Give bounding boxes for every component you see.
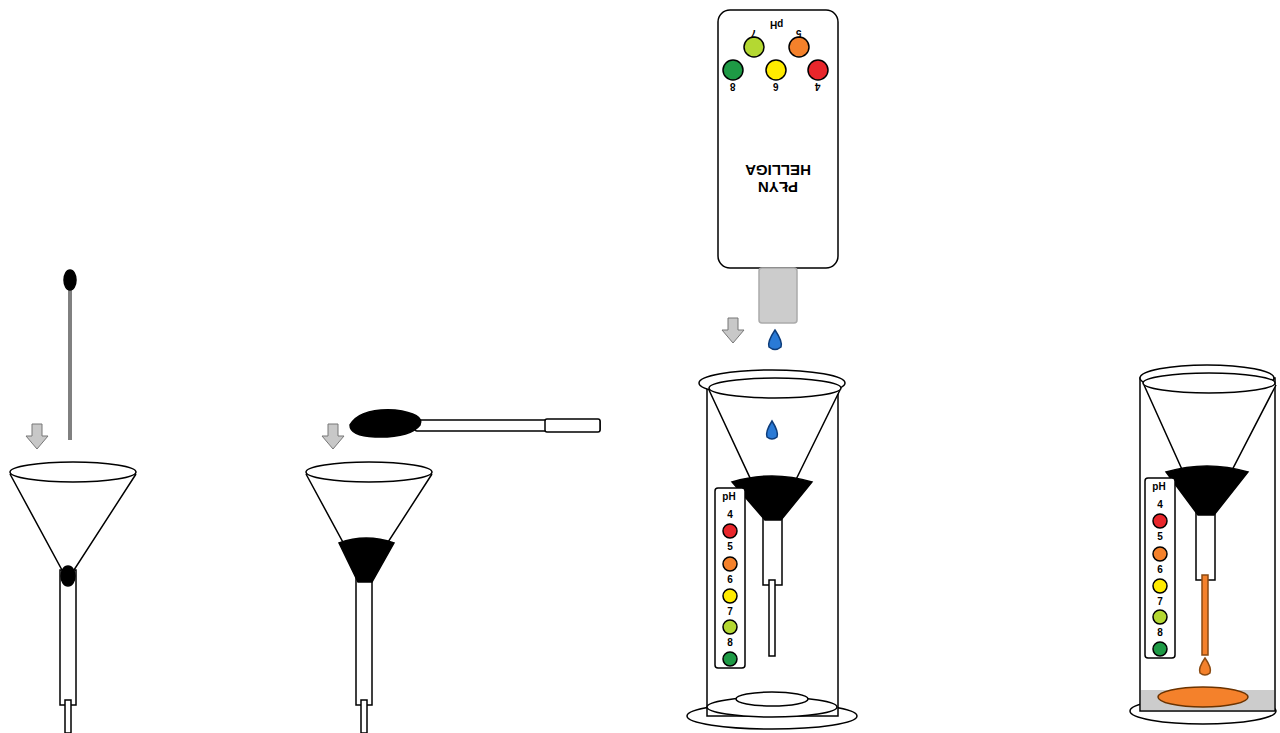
ph-scale-label: 5 — [727, 542, 733, 552]
funnel-with-soil — [306, 410, 600, 733]
ph-scale-label: 5 — [1157, 532, 1163, 542]
ph-scale-label: 8 — [727, 638, 733, 648]
ph-scale-label: 7 — [1157, 597, 1163, 607]
ph-scale-label: pH — [770, 19, 783, 29]
ph-scale-label: 6 — [1157, 565, 1163, 575]
ph-scale-label: 8 — [1157, 628, 1163, 638]
ph-scale-label: 6 — [727, 575, 733, 585]
ph-scale-label: 6 — [773, 81, 779, 91]
ph-scale-label: 4 — [815, 81, 821, 91]
ph-scale-label: 4 — [1157, 500, 1163, 510]
ph-scale-label: 4 — [727, 510, 733, 520]
ph-scale-label: pH — [722, 492, 735, 502]
ph-scale-label: pH — [1152, 482, 1165, 492]
bottle-label: PŁYN HELLIGA — [743, 161, 813, 196]
funnel-with-stick — [10, 270, 136, 733]
ph-scale-label: 8 — [730, 81, 736, 91]
cylinder-with-funnel-and-bottle — [687, 10, 857, 729]
cylinder-with-result — [1130, 365, 1276, 724]
ph-scale-label: 7 — [751, 28, 757, 38]
ph-scale-label: 5 — [796, 28, 802, 38]
ph-scale-label: 7 — [727, 607, 733, 617]
